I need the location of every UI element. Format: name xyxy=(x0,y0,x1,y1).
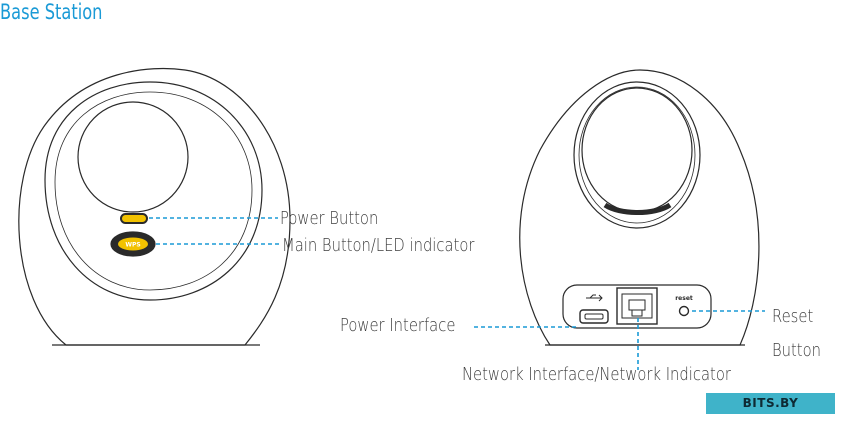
back-lens-outer xyxy=(573,81,701,229)
back-body-outline xyxy=(519,69,760,346)
front-lens xyxy=(77,101,189,213)
back-lens-inner xyxy=(581,87,693,213)
main-button-label: Main Button/LED indicator xyxy=(282,235,475,256)
reset-label-line2: Button xyxy=(772,340,821,361)
reset-mark: reset xyxy=(675,295,693,302)
power-port xyxy=(579,309,609,324)
network-port xyxy=(616,287,658,325)
main-button-mark: WPS xyxy=(125,242,140,249)
usb-symbol-icon xyxy=(586,294,603,302)
front-face-ring xyxy=(44,81,263,301)
port-panel xyxy=(562,284,712,329)
reset-label-line1: Reset xyxy=(772,306,814,327)
power-button-label: Power Button xyxy=(280,208,379,229)
base-station-back xyxy=(519,69,760,346)
front-body-outline xyxy=(18,67,291,346)
power-button-shape xyxy=(120,213,148,224)
power-interface-label: Power Interface xyxy=(340,315,456,336)
base-station-front xyxy=(18,67,291,346)
reset-hole xyxy=(678,305,690,317)
watermark-badge: BITS.BY xyxy=(706,393,835,414)
page-title: Base Station xyxy=(0,0,103,24)
leader-lines-left xyxy=(149,217,280,245)
leader-lines-right xyxy=(474,310,765,370)
network-interface-label: Network Interface/Network Indicator xyxy=(462,364,731,385)
